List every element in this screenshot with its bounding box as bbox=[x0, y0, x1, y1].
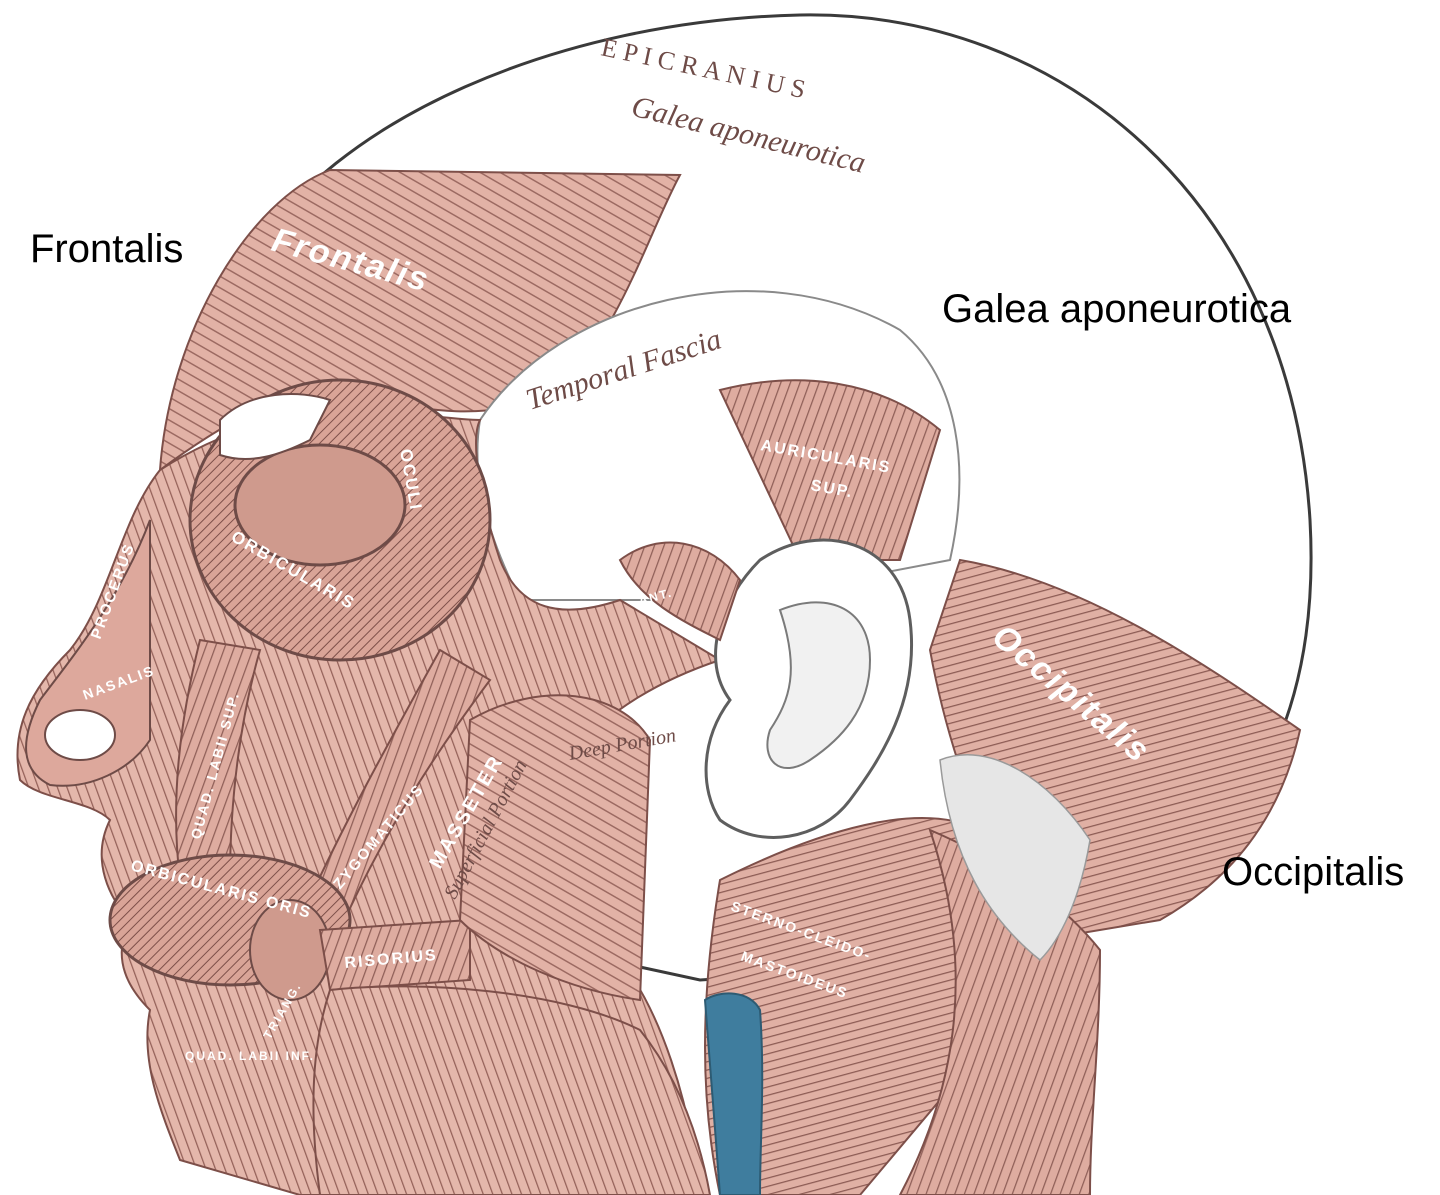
label-frontalis: Frontalis bbox=[30, 227, 184, 271]
risorius-muscle bbox=[318, 918, 471, 992]
engraved-quad-labii-inf: QUAD. LABII INF. bbox=[185, 1049, 315, 1063]
ear-inner bbox=[766, 601, 872, 770]
auricularis-anterior-muscle bbox=[618, 541, 742, 642]
masseter-muscle bbox=[458, 694, 652, 1002]
eyelid bbox=[233, 443, 407, 567]
external-jugular-vein bbox=[703, 992, 764, 1195]
occipital-tendon bbox=[939, 754, 1091, 962]
label-galea-aponeurotica: Galea aponeurotica bbox=[942, 287, 1292, 331]
label-occipitalis: Occipitalis bbox=[1222, 850, 1405, 894]
nostril bbox=[44, 709, 116, 761]
brow-fascia bbox=[219, 393, 332, 461]
auricularis-superior-muscle bbox=[718, 379, 942, 561]
platysma-neck bbox=[312, 985, 712, 1195]
